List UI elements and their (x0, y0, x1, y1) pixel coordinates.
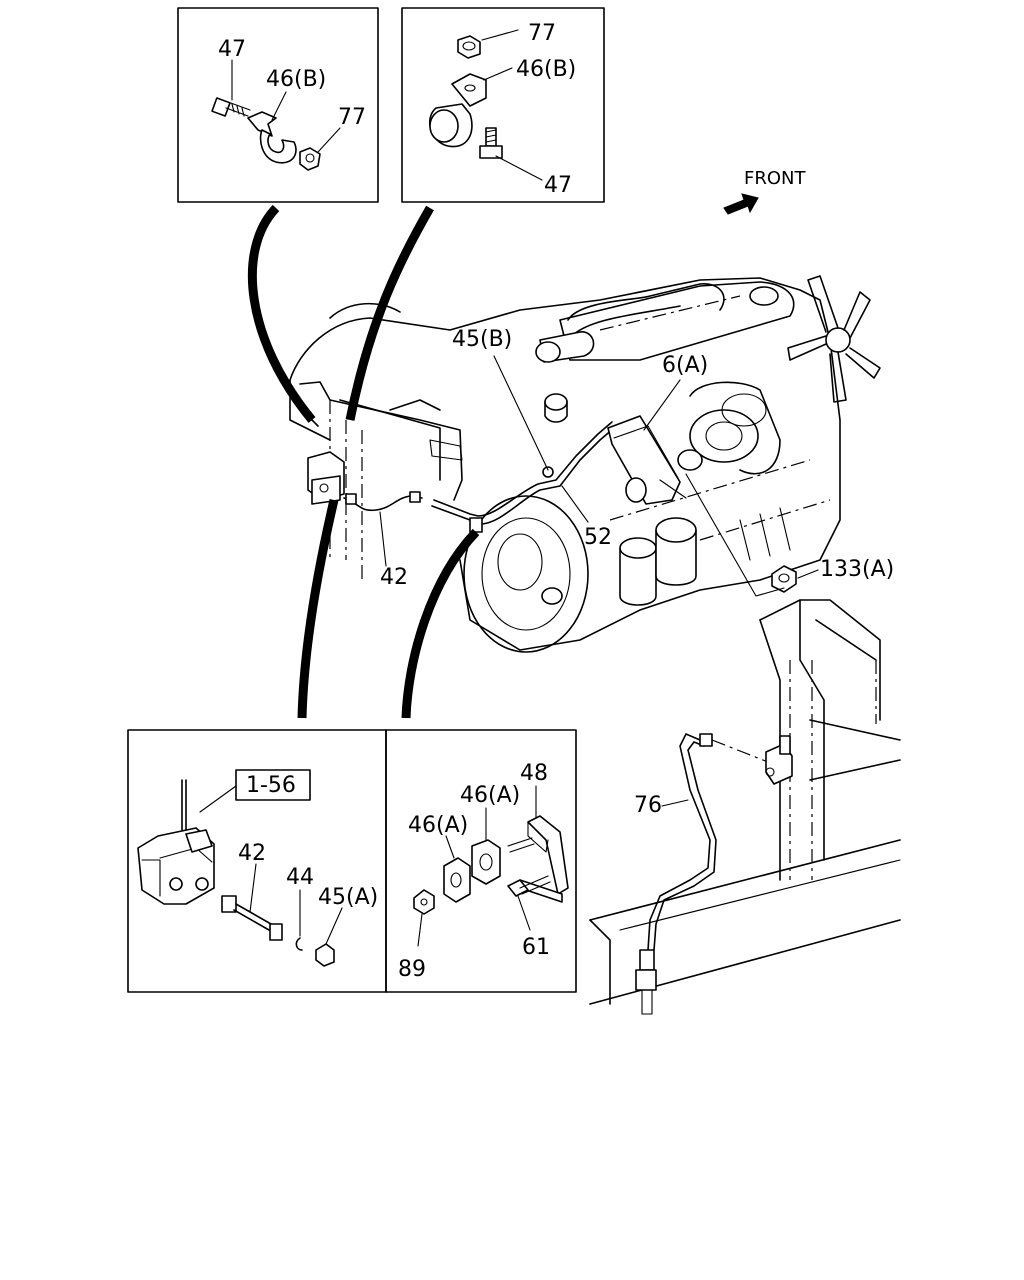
label-52: 52 (584, 525, 612, 550)
label-48: 48 (520, 761, 548, 786)
leader-77 (481, 29, 519, 41)
label-89: 89 (398, 957, 426, 982)
solenoid-valve-detail-drawing (137, 827, 215, 905)
label-42: 42 (380, 565, 408, 590)
leader-46b (271, 91, 287, 121)
label-61: 61 (522, 935, 550, 960)
clamp-46b-drawing (247, 111, 297, 164)
front-indicator: FRONT (723, 168, 806, 215)
actuator-6a-drawing (607, 415, 687, 505)
label-76: 76 (634, 793, 662, 818)
label-6a: 6(A) (662, 353, 708, 378)
bolt-61-drawing (507, 875, 551, 897)
bolt-47-drawing (211, 97, 251, 117)
label-46b: 46(B) (516, 57, 576, 82)
leader-45a (325, 907, 343, 945)
label-46b: 46(B) (266, 67, 326, 92)
leader-42-detail (249, 863, 257, 913)
leader-133a (797, 569, 819, 579)
leader-47 (495, 155, 543, 181)
clamp-46b-drawing (428, 73, 487, 148)
nut-45a-drawing (315, 943, 335, 967)
engine-illustration (289, 275, 881, 653)
front-arrow-icon (723, 193, 759, 215)
callout-curve-lower-left (297, 498, 339, 719)
nut-133a-drawing (771, 565, 797, 593)
detail-box-top-right: 77 46(B) 47 (401, 7, 605, 203)
leader-61 (517, 895, 531, 931)
pipe-42-fitting (409, 491, 421, 503)
label-46a-2: 46(A) (408, 813, 468, 838)
detail-box-lower-right: 48 46(A) 46(A) 89 61 (385, 729, 577, 993)
sensor-76-drawing (765, 735, 793, 785)
clamp-46a-drawing (443, 857, 471, 903)
label-47: 47 (218, 37, 246, 62)
nut-89-hole (420, 898, 428, 906)
leader-42 (379, 511, 387, 567)
label-45b: 45(B) (452, 327, 512, 352)
nut-77-drawing (299, 147, 321, 171)
label-44: 44 (286, 865, 314, 890)
pipe-42-detail-drawing (221, 895, 283, 941)
callout-curve-right (345, 205, 434, 421)
leader-45b (493, 355, 549, 471)
label-77: 77 (338, 105, 366, 130)
bracket-bolt (507, 837, 535, 853)
detail-box-lower-left: 1-56 42 44 45(A) (127, 729, 387, 993)
label-77: 77 (528, 21, 556, 46)
reference-box (235, 769, 311, 801)
reference-leader (199, 785, 237, 813)
solenoid-valve-drawing (307, 451, 345, 505)
nut-89-drawing (413, 889, 435, 915)
clamp-46a-drawing (471, 839, 501, 885)
bolt-47-drawing (479, 127, 503, 159)
leader-133a-link (685, 473, 785, 597)
pipe-42-fitting (345, 493, 357, 505)
front-label: FRONT (744, 168, 806, 189)
label-133a: 133(A) (820, 557, 894, 582)
reference-label: 1-56 (246, 773, 296, 798)
leader-89 (417, 913, 423, 947)
callout-curve-left (247, 204, 316, 423)
label-46a-1: 46(A) (460, 783, 520, 808)
callout-curve-lower-right (401, 528, 480, 719)
pipe-52-clamp (542, 466, 554, 478)
leader-6a (643, 379, 681, 431)
callout-tip (311, 419, 319, 427)
leader-77 (317, 127, 341, 153)
label-42-detail: 42 (238, 841, 266, 866)
pipe-76-drawing (635, 733, 769, 1015)
leader-76 (661, 799, 689, 807)
detail-box-top-left: 47 46(B) 77 (177, 7, 379, 203)
ring-44-drawing (295, 937, 303, 951)
leader-46b (483, 67, 513, 81)
nut-77-drawing (457, 35, 481, 59)
fan-drawing (787, 275, 881, 403)
label-45a: 45(A) (318, 885, 378, 910)
leader-52 (561, 485, 589, 523)
leader-46a-2 (445, 835, 455, 859)
label-47: 47 (544, 173, 572, 198)
